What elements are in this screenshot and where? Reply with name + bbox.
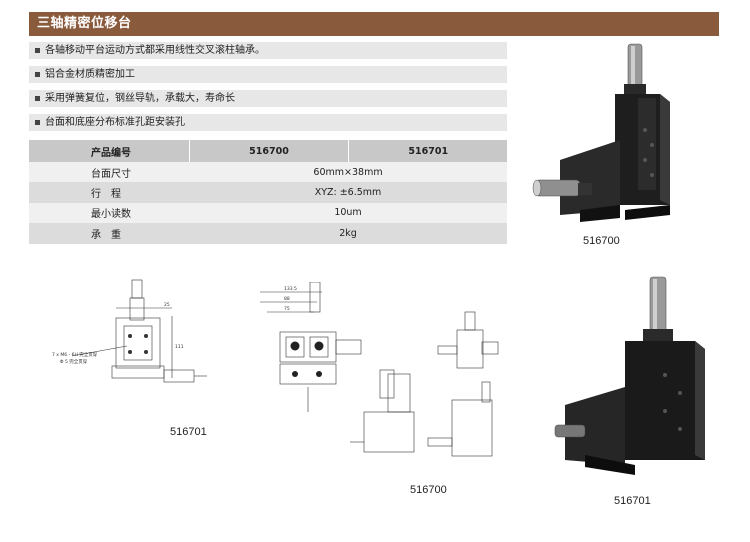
table-header-cell: 516701 [348, 140, 507, 162]
bullet-icon [35, 96, 40, 101]
drawing-dim: 111 [175, 344, 184, 350]
table-row-value: 60mm×38mm [189, 162, 507, 183]
table-row-label: 行 程 [29, 182, 189, 203]
table-row-value: XYZ: ±6.5mm [189, 182, 507, 203]
caption-516700-photo: 516700 [583, 235, 620, 247]
spec-table: 产品编号 516700 516701 台面尺寸 60mm×38mm 行 程 XY… [29, 140, 507, 244]
table-header-cell: 产品编号 [29, 140, 189, 162]
table-header-row: 产品编号 516700 516701 [29, 140, 507, 162]
caption-516701-photo: 516701 [614, 495, 651, 507]
table-row: 承 重 2kg [29, 223, 507, 244]
feature-list: 各轴移动平台运动方式都采用线性交叉滚柱轴承。 铝合金材质精密加工 采用弹簧复位，… [29, 42, 507, 138]
table-row: 最小读数 10um [29, 202, 507, 224]
product-photo-516700 [520, 40, 690, 230]
caption-516701-drawing: 516701 [170, 426, 207, 438]
drawing-note-holes: 7 x M6 - 6H 完全贯穿 [52, 351, 98, 358]
drawing-dim: 75 [284, 306, 290, 312]
table-row-value: 10um [189, 202, 507, 224]
table-row: 行 程 XYZ: ±6.5mm [29, 182, 507, 203]
bullet-icon [35, 72, 40, 77]
bullet-icon [35, 48, 40, 53]
caption-516700-drawing: 516700 [410, 484, 447, 496]
table-row-label: 台面尺寸 [29, 162, 189, 183]
table-row-value: 2kg [189, 223, 507, 244]
drawing-dim: 133.5 [284, 286, 297, 292]
technical-drawing-516700: 133.5 88 75 [260, 282, 499, 457]
table-row-label: 承 重 [29, 223, 189, 244]
feature-item: 台面和底座分布标准孔距安装孔 [29, 114, 507, 131]
drawing-note-holes2: Φ 5 完全贯穿 [60, 358, 88, 365]
feature-item: 各轴移动平台运动方式都采用线性交叉滚柱轴承。 [29, 42, 507, 59]
bullet-icon [35, 120, 40, 125]
product-photo-516701 [545, 275, 720, 485]
technical-drawing-516701: 7 x M6 - 6H 完全贯穿 Φ 5 完全贯穿 25 111 [52, 279, 207, 383]
table-row-label: 最小读数 [29, 202, 189, 224]
drawing-dim: 88 [284, 296, 290, 302]
feature-item: 采用弹簧复位，钢丝导轨，承载大，寿命长 [29, 90, 507, 107]
page-title: 三轴精密位移台 [29, 12, 719, 36]
drawing-dim: 25 [164, 302, 170, 308]
feature-item: 铝合金材质精密加工 [29, 66, 507, 83]
table-header-cell: 516700 [188, 140, 349, 162]
table-row: 台面尺寸 60mm×38mm [29, 162, 507, 183]
